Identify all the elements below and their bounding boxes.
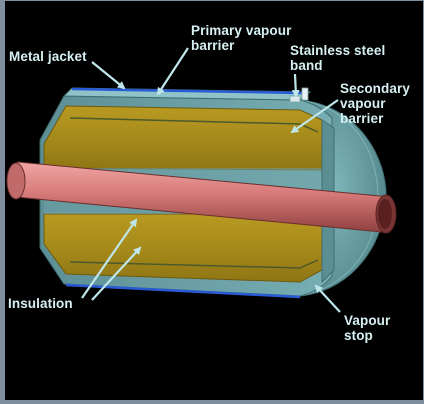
label-stainless-steel-band-line1: Stainless steel (290, 43, 386, 58)
label-vapour-stop-line1: Vapour (344, 313, 391, 328)
label-secondary-vapour-barrier-line1: Secondary (340, 81, 410, 96)
insulation-lower (43, 213, 323, 283)
arrow-stainless-steel-band (291, 73, 300, 98)
arrow-insulation-2 (91, 246, 142, 301)
callout-arrows (81, 47, 341, 313)
arrow-metal-jacket (91, 61, 126, 90)
secondary-vapour-barrier-lower (69, 259, 319, 269)
arrow-secondary-vapour-barrier (290, 99, 339, 134)
label-insulation: Insulation (8, 296, 73, 311)
label-vapour-stop-line2: stop (344, 328, 373, 343)
pipe (6, 161, 397, 234)
label-primary-vapour-barrier-line1: Primary vapour (191, 23, 292, 38)
label-metal-jacket: Metal jacket (9, 49, 87, 64)
label-stainless-steel-band-line2: band (290, 58, 323, 73)
label-secondary-vapour-barrier-line2: vapour (340, 96, 386, 111)
label-secondary-vapour-barrier-line3: barrier (340, 111, 384, 126)
arrow-primary-vapour-barrier (156, 47, 189, 96)
arrow-vapour-stop (314, 284, 341, 313)
label-primary-vapour-barrier-line2: barrier (191, 38, 235, 53)
arrow-insulation-1 (81, 218, 138, 299)
secondary-vapour-barrier-upper (69, 117, 319, 133)
insulation-upper (43, 105, 323, 171)
